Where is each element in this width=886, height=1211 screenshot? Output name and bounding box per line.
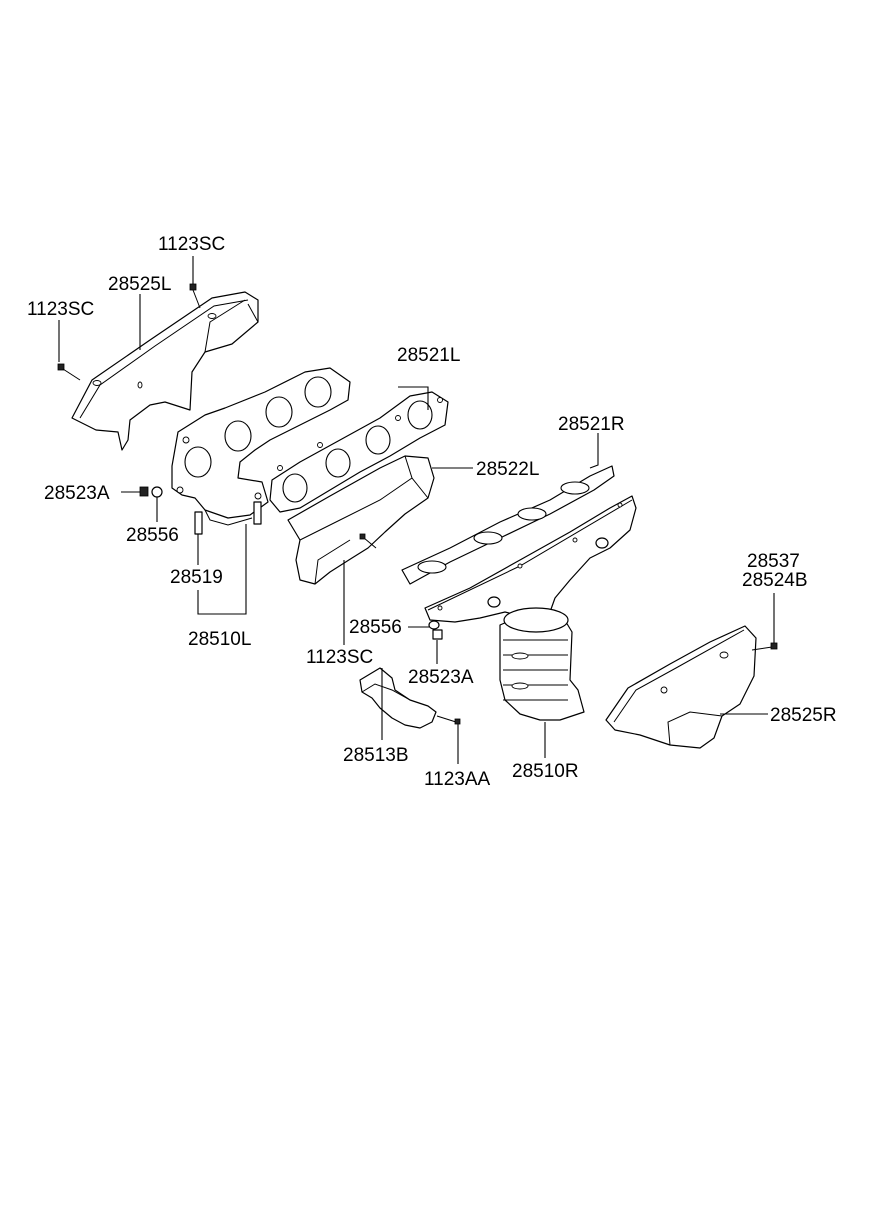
label-gasket-right: 28521R xyxy=(558,414,625,435)
leader-lines xyxy=(58,256,775,764)
nut-icon xyxy=(432,629,443,640)
heat-shield-lower-left xyxy=(287,455,435,585)
label-heat-shield-right: 28525R xyxy=(770,705,837,726)
label-bolt-lower-shield: 1123SC xyxy=(306,647,373,668)
exhaust-manifold-right xyxy=(424,495,637,623)
bolt-icon xyxy=(57,363,81,381)
label-washer-left: 28556 xyxy=(126,525,179,546)
label-gasket-left: 28521L xyxy=(397,345,460,366)
label-heat-shield-left: 28525L xyxy=(108,274,171,295)
nut-icon xyxy=(139,486,149,497)
washer-icon xyxy=(428,620,440,630)
part-labels: 1123SC 28525L 1123SC 28521L 28522L 28523… xyxy=(27,234,837,790)
label-bracket: 28513B xyxy=(343,745,409,766)
exhaust-manifold-left xyxy=(171,367,351,526)
bolt-icon xyxy=(359,533,377,549)
heat-shield-left xyxy=(71,291,259,451)
catalytic-converter xyxy=(499,607,585,721)
label-manifold-left: 28510L xyxy=(188,629,251,650)
bolt-icon xyxy=(436,715,461,725)
label-bolt-right-b: 28524B xyxy=(742,570,808,591)
bracket xyxy=(359,667,437,729)
washer-icon xyxy=(151,486,163,498)
label-bolt-right-a: 28537 xyxy=(747,551,800,572)
heat-shield-right xyxy=(605,625,757,749)
label-washer-right: 28556 xyxy=(349,617,402,638)
gasket-left xyxy=(269,391,449,513)
bolt-icon xyxy=(189,283,201,309)
gasket-right xyxy=(401,465,615,585)
label-manifold-right: 28510R xyxy=(512,761,579,782)
label-stud-left: 28519 xyxy=(170,567,223,588)
label-bolt-bracket: 1123AA xyxy=(424,769,491,790)
label-bolt-heat-shield-left: 1123SC xyxy=(27,299,94,320)
label-heat-shield-lower-left: 28522L xyxy=(476,459,539,480)
label-nut-right: 28523A xyxy=(408,667,474,688)
label-nut-left: 28523A xyxy=(44,483,110,504)
label-bolt-heat-shield-top: 1123SC xyxy=(158,234,225,255)
